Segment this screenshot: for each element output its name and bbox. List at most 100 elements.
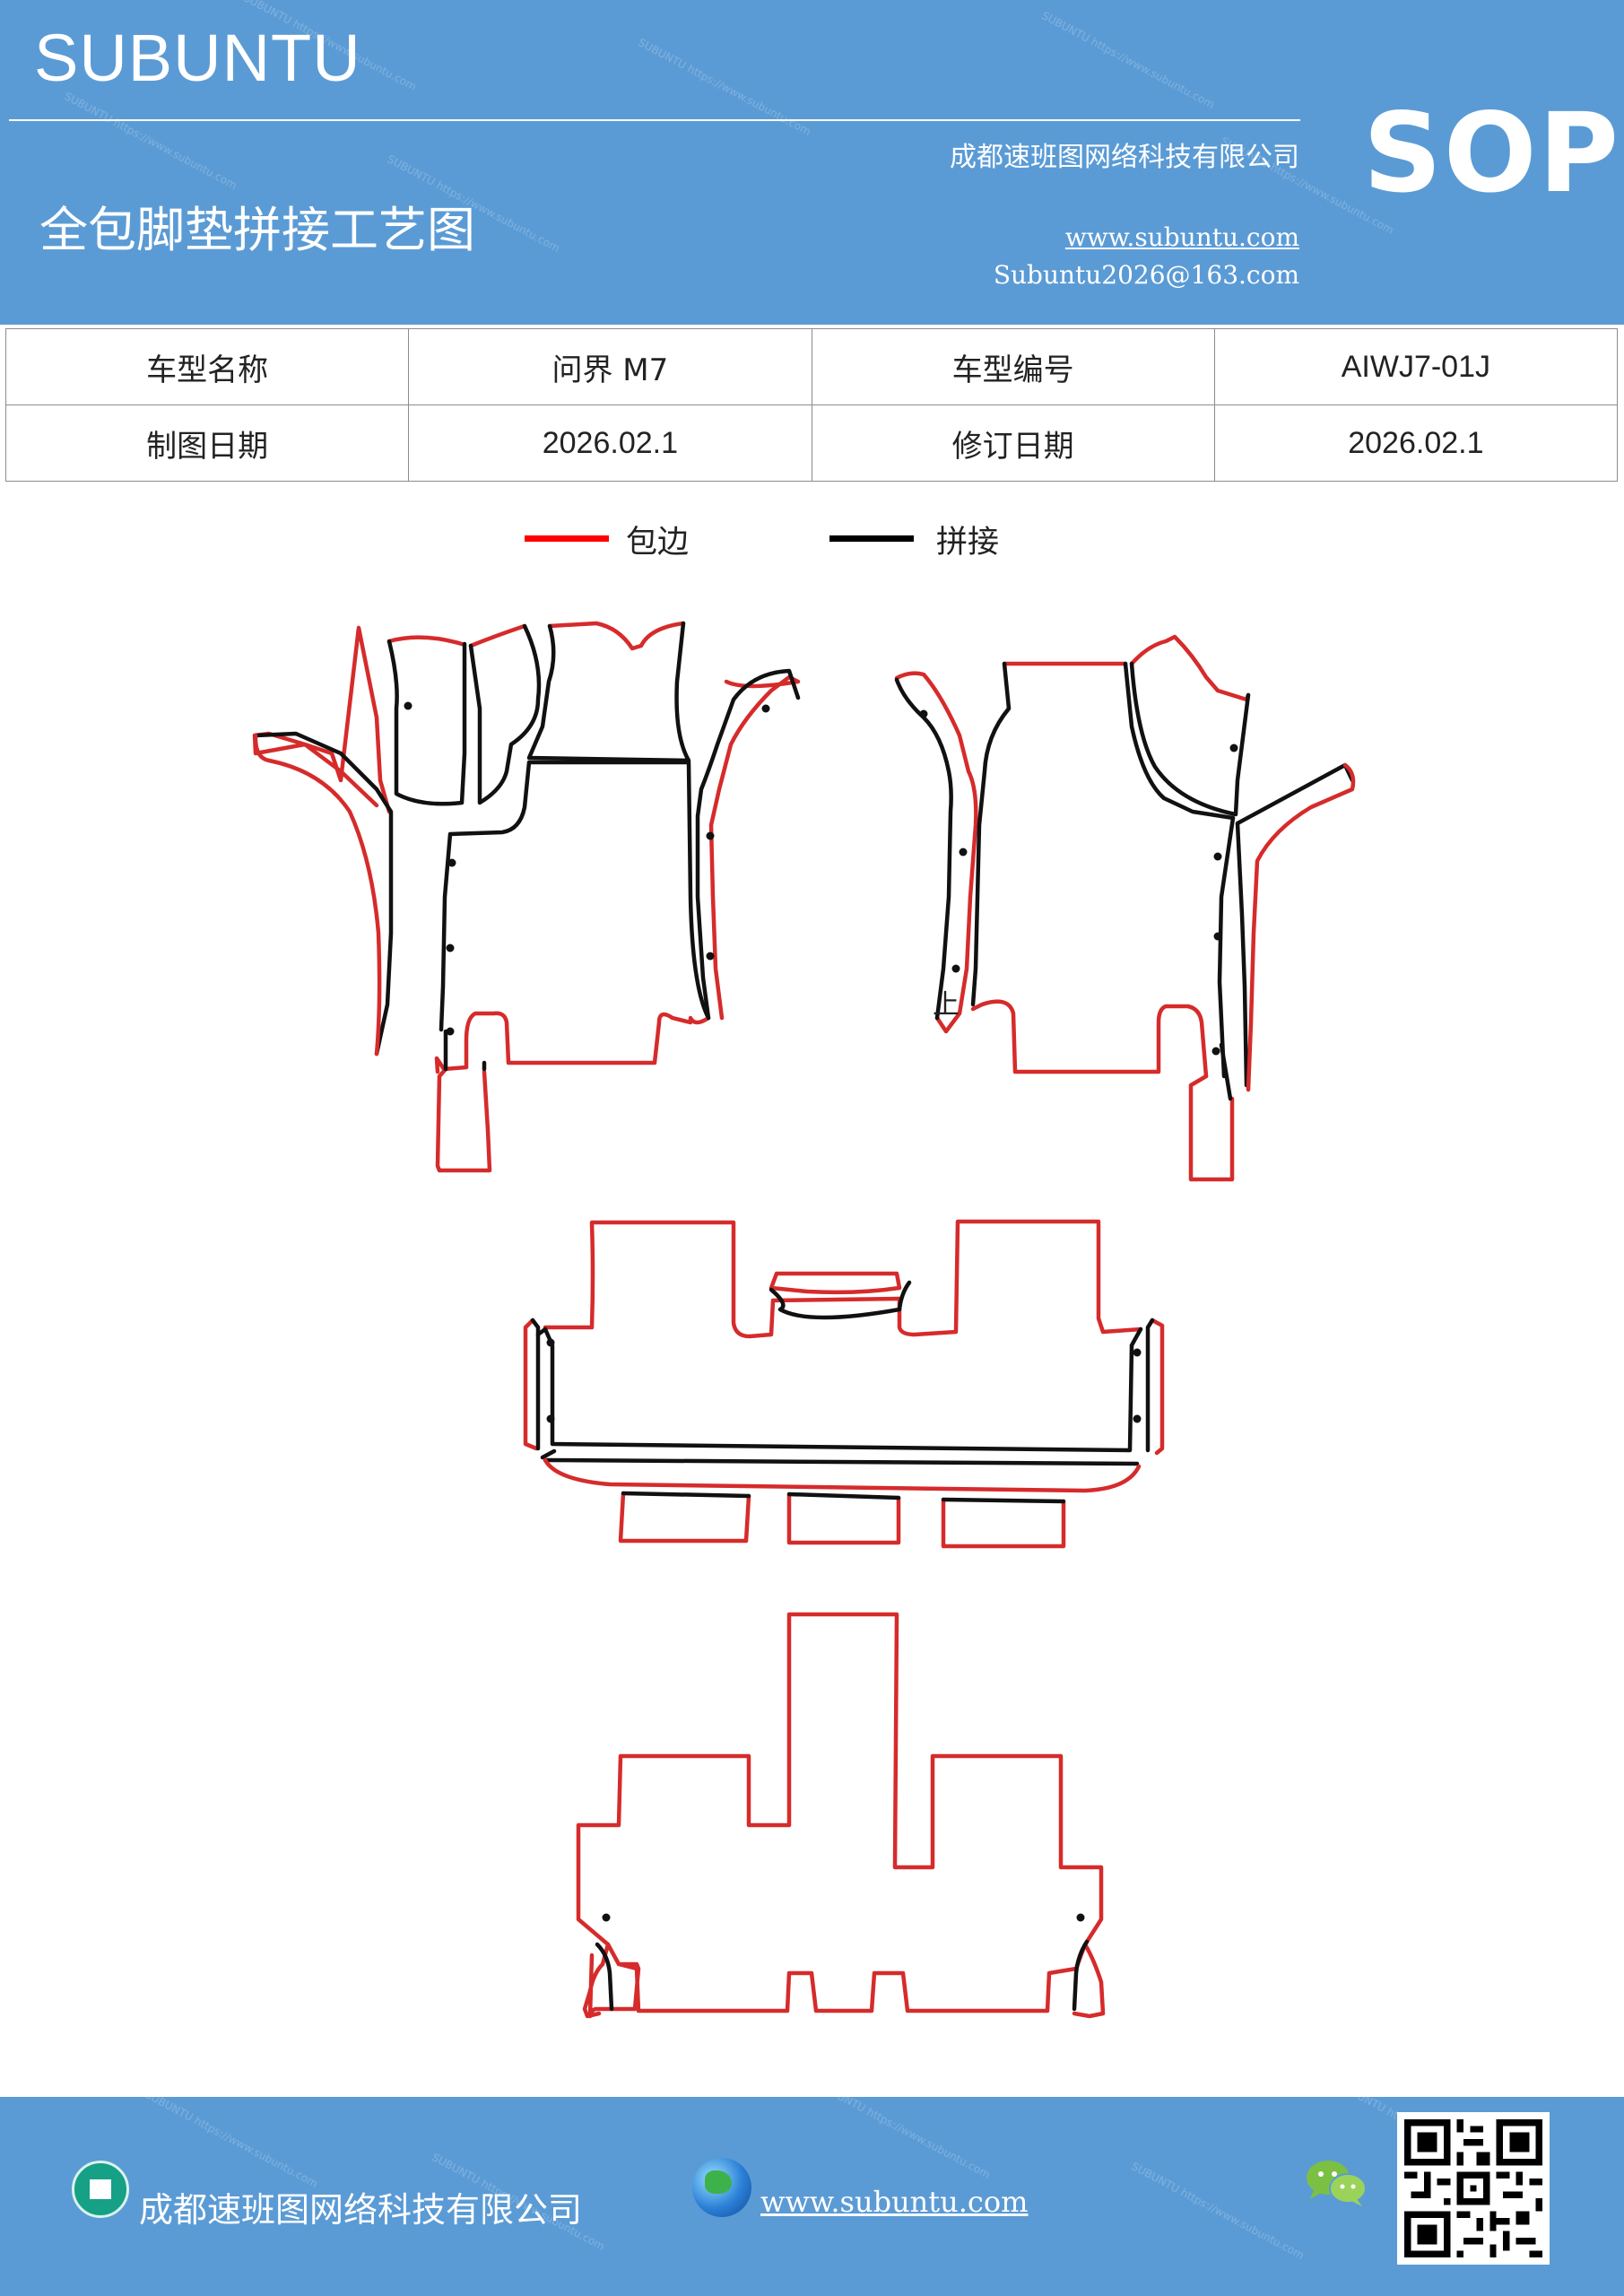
label-revise-date: 修订日期 — [811, 404, 1215, 482]
second-row-bump-edge — [769, 1271, 902, 1295]
value-model-code: AIWJ7-01J — [1213, 328, 1619, 405]
second-row-tab-1 — [618, 1491, 751, 1544]
alignment-dots — [404, 701, 1238, 1922]
dot — [951, 964, 960, 973]
front-left-heel-seam — [443, 1029, 487, 1072]
front-right-panel-seam — [1129, 661, 1251, 817]
front-right-heel-seam — [1219, 1042, 1233, 1101]
front-left-rail-seam — [695, 668, 801, 1021]
front-left-side-strip — [252, 625, 392, 814]
front-right-main-seam — [970, 661, 1236, 1079]
third-row-right-seam — [1072, 1939, 1090, 2012]
second-row-right-strip-seam — [1145, 1318, 1155, 1453]
wechat-icon[interactable] — [1305, 2158, 1368, 2208]
front-left-main-edge — [434, 1011, 711, 1074]
page-title: 全包脚垫拼接工艺图 — [39, 202, 475, 258]
divider — [9, 119, 1300, 121]
dot — [706, 831, 715, 840]
table-row: 制图日期 2026.02.1 修订日期 2026.02.1 — [4, 404, 1619, 482]
front-left-mat-group — [252, 621, 801, 1173]
website-link[interactable]: www.subuntu.com — [1064, 222, 1299, 252]
building-icon — [72, 2161, 129, 2218]
dot — [546, 1338, 555, 1347]
second-row-tab-3 — [941, 1497, 1066, 1549]
second-row-lower-edge — [543, 1457, 1142, 1493]
front-right-heel-edge — [1188, 1074, 1235, 1182]
second-row-mat-group — [523, 1219, 1165, 1549]
dot — [1133, 1348, 1142, 1357]
legend: 包边 拼接 — [0, 520, 1624, 574]
dot — [446, 1027, 455, 1036]
dot — [761, 704, 770, 713]
second-row-tab-3-seam — [941, 1497, 1066, 1504]
footer-banner: SUBUNTU https://www.subuntu.com SUBUNTU … — [0, 2097, 1624, 2296]
front-right-strip-edge — [1246, 762, 1356, 1092]
front-right-rail-edge — [894, 671, 978, 1034]
table-row: 车型名称 问界 M7 车型编号 AIWJ7-01J — [4, 328, 1619, 405]
front-right-mat-group — [894, 634, 1356, 1182]
dot — [602, 1913, 611, 1922]
dot — [1211, 1047, 1220, 1056]
second-row-tab-1-seam — [621, 1491, 751, 1499]
second-row-main-edge — [543, 1219, 1143, 1339]
front-left-side-strip-seam — [253, 731, 394, 1057]
email-address: Subuntu2026@163.com — [993, 260, 1299, 290]
front-left-heel-edge — [435, 1066, 492, 1173]
label-draw-date: 制图日期 — [4, 404, 410, 482]
second-row-main-seam — [535, 1326, 1143, 1460]
front-left-panel-a — [386, 635, 465, 647]
second-row-tab-2-seam — [786, 1492, 901, 1500]
second-row-lower-seam — [543, 1457, 1140, 1466]
dot — [446, 944, 455, 952]
front-left-main-seam — [439, 760, 711, 1032]
dot — [1213, 852, 1222, 861]
dot — [919, 709, 928, 718]
dot — [447, 858, 456, 867]
legend-label-edge: 包边 — [626, 525, 690, 561]
second-row-left-strip-edge — [523, 1318, 539, 1451]
sop-label: SOP — [1363, 90, 1620, 217]
dot — [546, 1414, 555, 1423]
company-name: 成都速班图网络科技有限公司 — [950, 142, 1299, 173]
value-revise-date: 2026.02.1 — [1213, 404, 1619, 482]
watermark: SUBUNTU https://www.subuntu.com — [143, 2097, 320, 2190]
front-right-panel-edge — [1129, 634, 1251, 702]
third-row-outline — [576, 1612, 1104, 1947]
front-left-panel-b-seam — [468, 623, 542, 805]
second-row-right-strip-edge — [1150, 1318, 1165, 1456]
front-right-main-edge-bottom — [970, 999, 1209, 1079]
third-row-mat-group — [576, 1612, 1106, 2019]
globe-icon — [692, 2158, 751, 2217]
brand-name: SUBUNTU — [34, 21, 361, 95]
dot — [706, 952, 715, 961]
footer-company: 成都速班图网络科技有限公司 — [139, 2190, 583, 2230]
value-model-name: 问界 M7 — [408, 328, 812, 405]
front-left-panel-a-seam — [386, 639, 467, 806]
legend-label-seam: 拼接 — [936, 525, 1000, 561]
vehicle-info-table: 车型名称 问界 M7 车型编号 AIWJ7-01J 制图日期 2026.02.1… — [4, 328, 1619, 482]
dot — [1076, 1913, 1085, 1922]
qr-code-pattern — [1404, 2119, 1542, 2257]
value-draw-date: 2026.02.1 — [408, 404, 812, 482]
watermark: SUBUNTU https://www.subuntu.com — [1129, 2160, 1307, 2262]
watermark: SUBUNTU https://www.subuntu.com — [815, 2097, 993, 2181]
second-row-tab-2 — [786, 1492, 901, 1545]
legend-swatch-seam — [829, 535, 914, 542]
label-model-name: 车型名称 — [4, 328, 410, 405]
legend-swatch-edge — [525, 535, 609, 542]
third-row-left-seam — [595, 1942, 614, 2012]
orientation-mark: 上 — [933, 989, 960, 1021]
second-row-bump-seam — [769, 1280, 912, 1320]
footer-website-link[interactable]: www.subuntu.com — [760, 2185, 1029, 2219]
front-left-panel-c-seam — [526, 621, 691, 763]
front-left-side-strip-edge — [253, 733, 382, 1057]
dot — [404, 701, 413, 710]
second-row-left-strip-seam — [530, 1318, 541, 1451]
header-banner: SUBUNTU https://www.subuntu.com SUBUNTU … — [0, 0, 1624, 325]
floor-mat-diagram: 上 — [252, 621, 1356, 2019]
dot — [1133, 1414, 1142, 1423]
front-left-panel-c-edge — [547, 621, 686, 651]
front-right-rail-seam — [894, 677, 953, 1021]
label-model-code: 车型编号 — [811, 328, 1215, 405]
qr-code[interactable] — [1397, 2112, 1550, 2265]
